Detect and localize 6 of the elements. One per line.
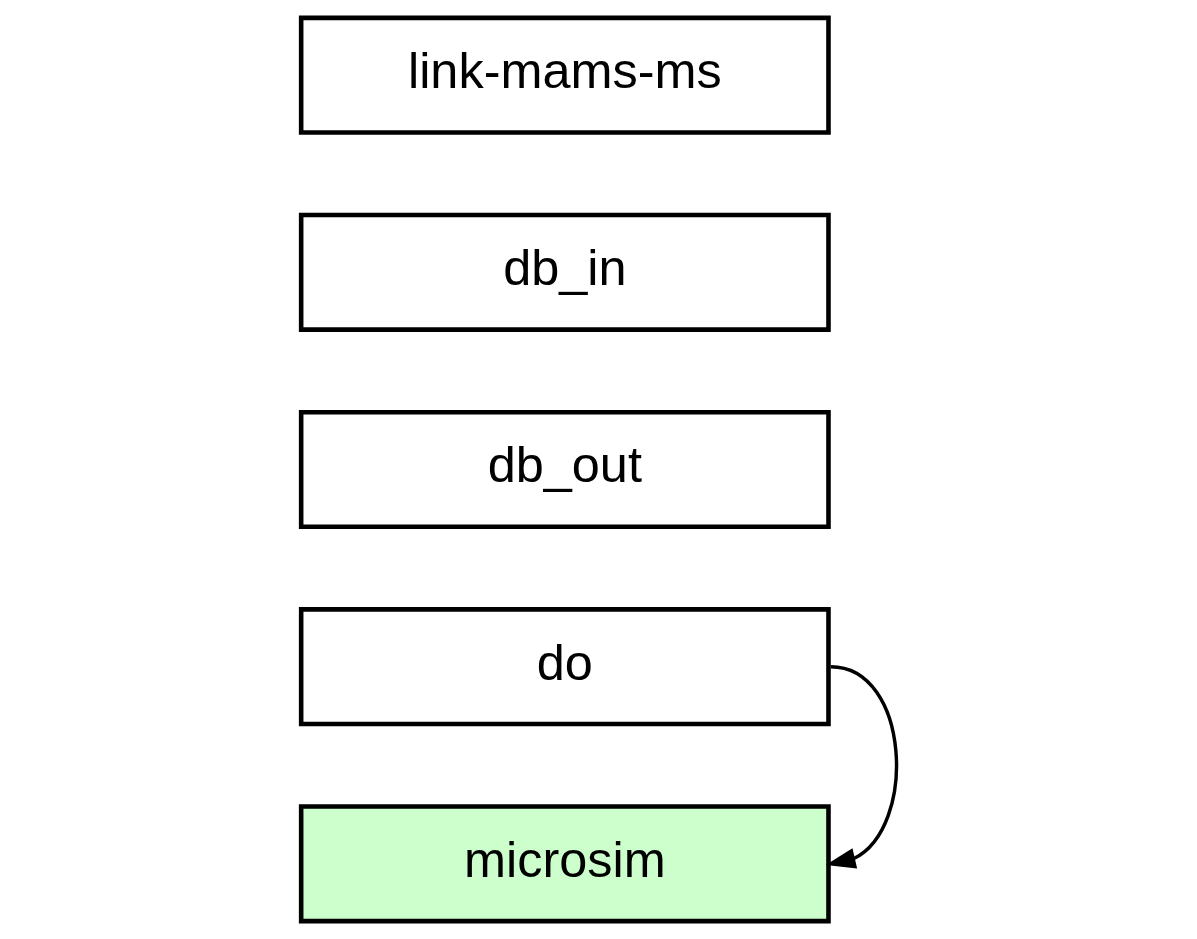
node-box: microsim	[298, 804, 831, 924]
arrow	[825, 664, 898, 869]
node-box: do	[298, 607, 831, 727]
node-box: db_in	[298, 212, 831, 332]
node-box: link-mams-ms	[298, 15, 831, 135]
node-box: db_out	[298, 409, 831, 530]
